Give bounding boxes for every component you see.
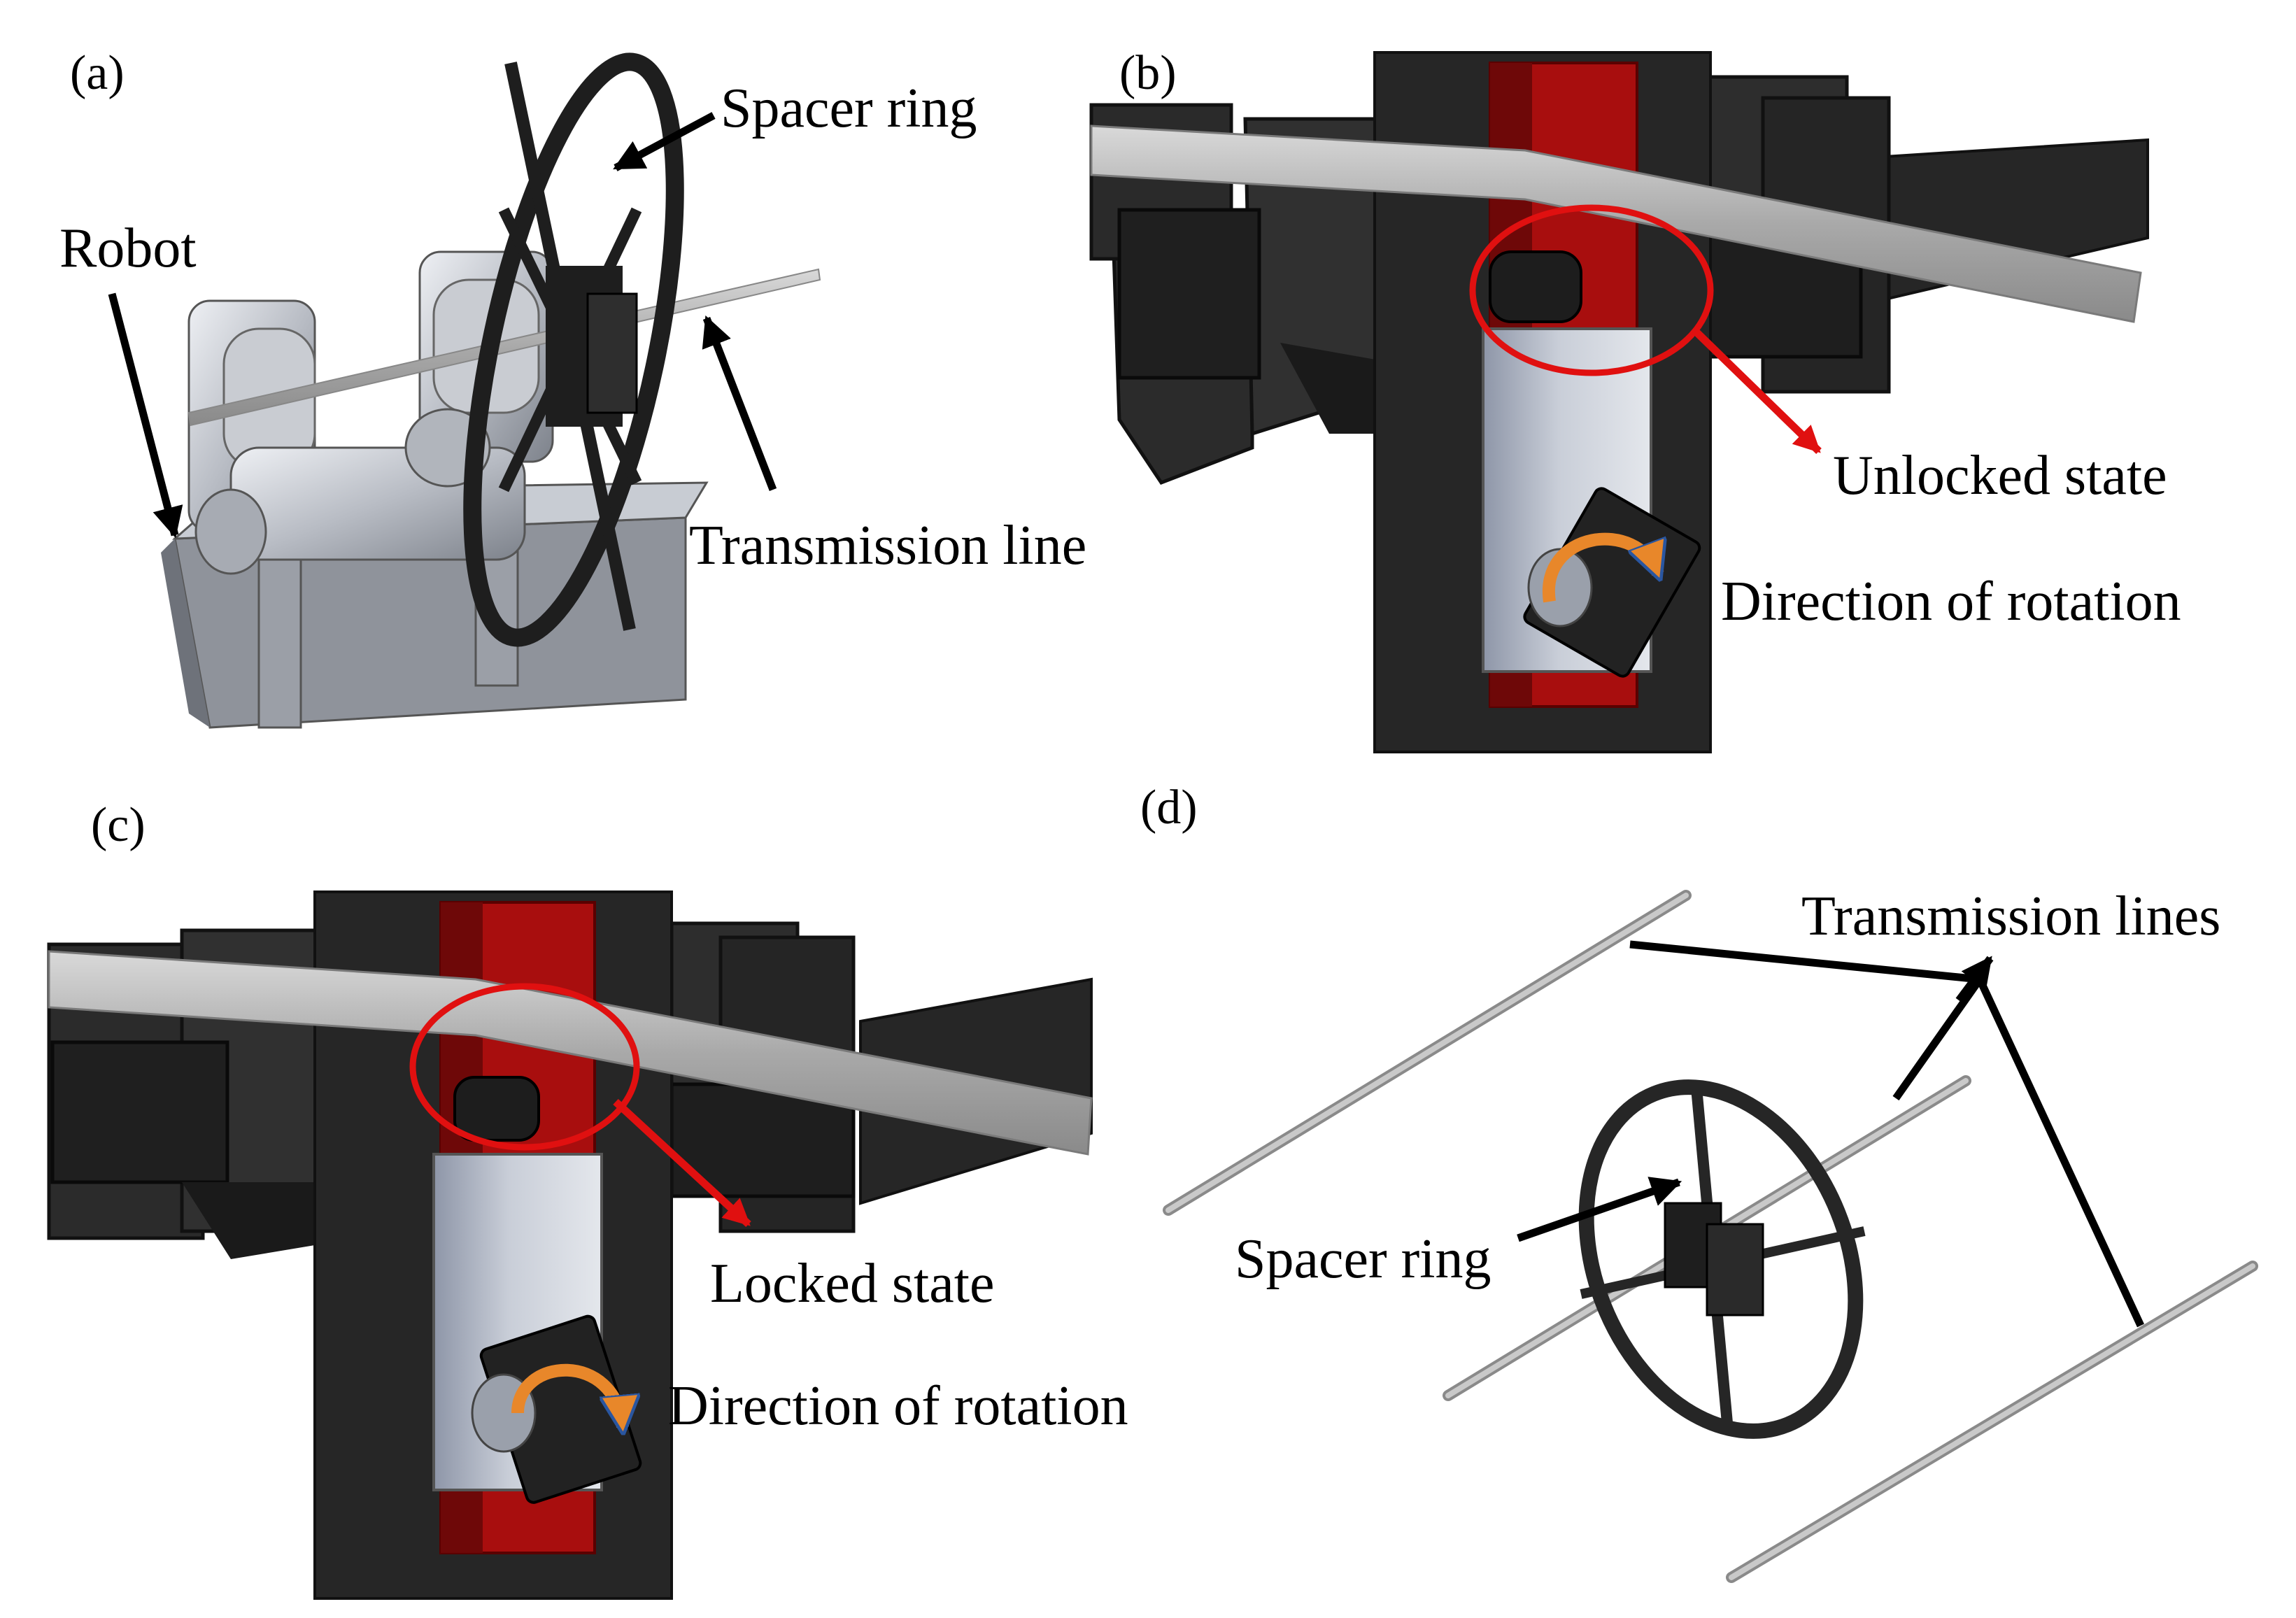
panel-a-transmission-line-label: Transmission line bbox=[689, 515, 1087, 576]
panel-d-tag: (d) bbox=[1140, 781, 1198, 835]
panel-c-illustration bbox=[47, 890, 1093, 1600]
panel-b-tag: (b) bbox=[1119, 46, 1177, 100]
panel-d-transmission-lines-label: Transmission lines bbox=[1801, 886, 2221, 947]
panel-b-illustration bbox=[1089, 51, 2149, 753]
panel-a-spacer-ring-label: Spacer ring bbox=[721, 78, 977, 139]
panel-b-state-label: Unlocked state bbox=[1833, 445, 2167, 506]
panel-a-tag: (a) bbox=[70, 46, 125, 100]
panel-a-illustration bbox=[108, 52, 821, 729]
panel-d-illustration bbox=[1163, 890, 2258, 1583]
panel-c-rotation-label: Direction of rotation bbox=[668, 1375, 1128, 1437]
panel-c-tag: (c) bbox=[91, 798, 146, 852]
panel-b-rotation-label: Direction of rotation bbox=[1721, 571, 2181, 632]
panel-d-spacer-ring-label: Spacer ring bbox=[1235, 1228, 1491, 1290]
panel-c-state-label: Locked state bbox=[710, 1253, 995, 1314]
panel-a-robot-label: Robot bbox=[59, 218, 197, 279]
